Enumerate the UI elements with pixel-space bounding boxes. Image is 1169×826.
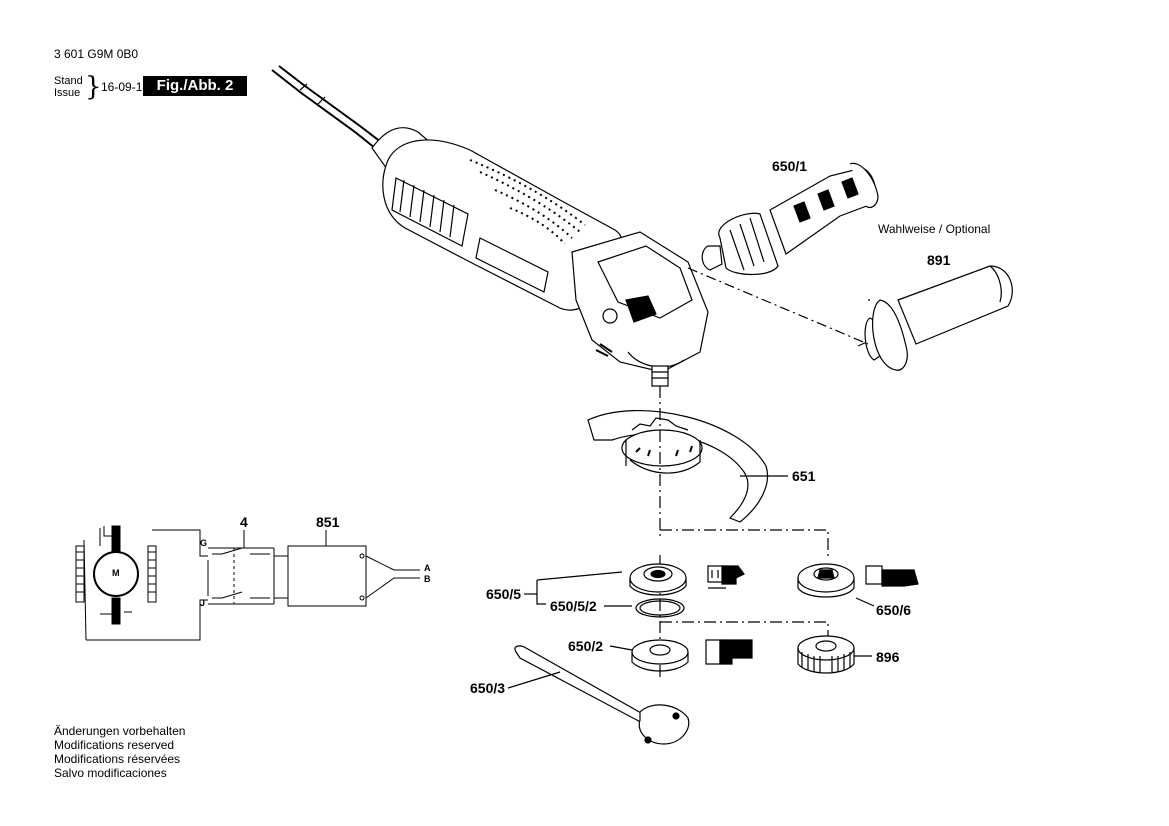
- label-650-6: 650/6: [876, 602, 912, 618]
- brace-symbol: }: [85, 72, 102, 102]
- terminal-j: J: [200, 598, 206, 608]
- stand-label: Stand: [54, 75, 83, 87]
- issue-date: 16-09-14: [101, 80, 150, 94]
- motor-label: M: [112, 568, 120, 578]
- auxiliary-handle-650-1: [701, 162, 879, 276]
- spanner-650-3: [514, 645, 690, 745]
- issue-label: Issue: [54, 87, 81, 99]
- angle-grinder-body: [271, 65, 709, 387]
- label-650-1: 650/1: [772, 158, 808, 174]
- straight-handle-891: [857, 265, 1013, 371]
- o-ring-650-5-2: [635, 598, 685, 618]
- guard-651: [587, 409, 769, 523]
- note-fr: Modifications réservées: [54, 752, 181, 766]
- label-650-5-2: 650/5/2: [550, 598, 597, 614]
- label-896: 896: [876, 649, 900, 665]
- label-650-3: 650/3: [470, 680, 506, 696]
- quick-nut-650-6: [797, 563, 919, 598]
- terminal-g: G: [200, 538, 208, 548]
- label-650-5: 650/5: [486, 586, 522, 602]
- label-650-2: 650/2: [568, 638, 604, 654]
- mounting-flange-650-2: [631, 639, 753, 672]
- note-es: Salvo modificaciones: [54, 766, 167, 780]
- note-de: Änderungen vorbehalten: [54, 724, 186, 738]
- modification-notes: Änderungen vorbehalten Modifications res…: [54, 724, 185, 780]
- label-optional: Wahlweise / Optional: [878, 222, 991, 236]
- document-number: 3 601 G9M 0B0: [54, 47, 139, 61]
- label-4: 4: [240, 514, 248, 530]
- terminal-a: A: [424, 563, 431, 573]
- note-en: Modifications reserved: [54, 738, 175, 752]
- label-851: 851: [316, 514, 340, 530]
- label-651: 651: [792, 468, 816, 484]
- figure-label: Fig./Abb. 2: [143, 76, 247, 96]
- flange-650-5: [629, 563, 687, 596]
- label-891: 891: [927, 252, 951, 268]
- terminal-b: B: [424, 574, 431, 584]
- flange-650-5-section: [707, 565, 745, 589]
- wiring-schematic: [75, 525, 420, 641]
- clamping-nut-896: [797, 635, 855, 674]
